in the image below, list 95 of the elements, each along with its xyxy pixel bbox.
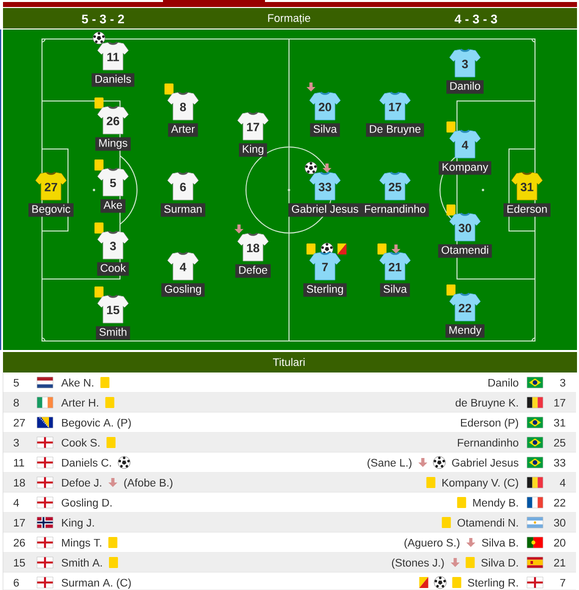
player-name: Danilo xyxy=(488,378,518,387)
player-name: King J. xyxy=(62,518,94,529)
player-shirt: 3 xyxy=(97,230,129,260)
shirt-number: 31 xyxy=(554,418,566,427)
player-name: Kompany V. (C) xyxy=(442,478,518,489)
player-shirt: 21 xyxy=(379,252,411,280)
player-shirt: 22 xyxy=(449,292,481,322)
shirt-number: 5 xyxy=(14,378,19,387)
shirt-number: 3 xyxy=(560,378,566,387)
player-name: Silva D. xyxy=(481,558,518,567)
name-label: Danilo xyxy=(446,80,484,94)
player-name: Surman A. (C) xyxy=(62,578,131,589)
player-name: Begovic A. (P) xyxy=(62,418,131,429)
name-label: Kompany xyxy=(438,161,492,175)
player-name: Gosling D. xyxy=(62,498,112,509)
player-shirt: 20 xyxy=(309,92,341,120)
player-shirt: 4 xyxy=(449,130,481,158)
player-name: Ederson (P) xyxy=(461,418,518,429)
shirt-number: 7 xyxy=(560,578,566,586)
name-label: Cook xyxy=(97,262,129,276)
name-label: Daniels xyxy=(92,73,134,87)
player-name: Silva B. xyxy=(482,538,518,547)
shirt-number: 27 xyxy=(14,418,25,426)
player-shirt: 30 xyxy=(449,212,481,242)
name-label: Ederson xyxy=(504,203,550,217)
player-shirt: 27 xyxy=(35,172,67,200)
player-name: Smith A. xyxy=(62,558,102,567)
name-label: Otamendi xyxy=(438,244,492,258)
player-shirt: 11 xyxy=(97,42,129,70)
shirt-number: 22 xyxy=(554,498,566,506)
player-shirt: 26 xyxy=(97,106,129,134)
player-name: Otamendi N. xyxy=(458,518,518,527)
shirt-number: 18 xyxy=(14,478,25,487)
player-shirt: 8 xyxy=(167,92,199,120)
player-shirt: 33 xyxy=(309,172,341,200)
name-label: Silva xyxy=(310,123,340,137)
shirt-number: 4 xyxy=(13,498,19,506)
player-shirt: 3 xyxy=(449,48,481,78)
shirt-number: 25 xyxy=(554,438,566,447)
name-label: De Bruyne xyxy=(366,123,424,137)
shirt-number: 17 xyxy=(554,398,566,406)
name-label: Smith xyxy=(96,326,130,340)
player-name: Gabriel Jesus xyxy=(452,458,518,467)
name-label: Mendy xyxy=(445,324,484,338)
name-label: Silva xyxy=(380,283,410,297)
section-heading: Titulari xyxy=(272,358,305,366)
player-name: Arter H. xyxy=(61,398,98,407)
player-name: Daniels C. xyxy=(62,458,111,467)
player-shirt: 7 xyxy=(309,252,341,280)
shirt-number: 20 xyxy=(554,538,566,547)
name-label: Begovic xyxy=(28,203,74,217)
player-shirt: 6 xyxy=(167,172,199,200)
substitute-name: (Stones J.) xyxy=(392,558,444,569)
shirt-number: 8 xyxy=(14,398,19,407)
substitute-name: (Afobe B.) xyxy=(124,478,172,489)
shirt-number: 33 xyxy=(554,458,566,467)
name-label: Gosling xyxy=(161,283,205,297)
name-label: Surman xyxy=(160,203,206,217)
player-shirt: 4 xyxy=(167,252,199,280)
name-label: Fernandinho xyxy=(361,203,429,217)
player-shirt: 17 xyxy=(237,112,269,140)
shirt-number: 26 xyxy=(14,538,25,547)
shirt-number: 17 xyxy=(14,518,25,526)
player-shirt: 15 xyxy=(97,294,129,324)
name-label: Mings xyxy=(95,137,131,151)
player-name: de Bruyne K. xyxy=(456,398,518,409)
player-shirt: 18 xyxy=(237,232,269,262)
shirt-number: 21 xyxy=(554,558,566,566)
player-name: Sterling R. xyxy=(468,578,518,589)
shirt-number: 30 xyxy=(554,518,566,527)
substitute-name: (Aguero S.) xyxy=(404,538,460,549)
player-shirt: 25 xyxy=(379,172,411,200)
player-name: Ake N. xyxy=(61,378,94,387)
shirt-number: 3 xyxy=(14,438,19,447)
name-label: Sterling xyxy=(303,283,347,297)
player-name: Mendy B. xyxy=(473,498,518,509)
name-label: Ake xyxy=(100,199,126,213)
player-shirt: 31 xyxy=(511,172,543,200)
player-name: Defoe J. xyxy=(62,478,102,487)
shirt-number: 15 xyxy=(14,558,25,567)
shirt-number: 11 xyxy=(14,458,24,466)
player-shirt: 17 xyxy=(379,92,411,120)
formation-label: 5 - 3 - 2 xyxy=(82,14,124,24)
name-label: Defoe xyxy=(235,264,271,278)
shirt-number: 6 xyxy=(14,578,19,587)
formation-label: 4 - 3 - 3 xyxy=(454,14,498,24)
heading: Formație xyxy=(268,14,310,24)
name-label: Gabriel Jesus xyxy=(288,203,362,217)
player-name: Mings T. xyxy=(62,538,102,549)
substitute-name: (Sane L.) xyxy=(368,458,412,469)
player-name: Fernandinho xyxy=(458,438,518,447)
shirt-number: 4 xyxy=(560,478,566,486)
name-label: Arter xyxy=(168,123,198,137)
player-shirt: 5 xyxy=(97,168,129,196)
player-name: Cook S. xyxy=(62,438,100,447)
